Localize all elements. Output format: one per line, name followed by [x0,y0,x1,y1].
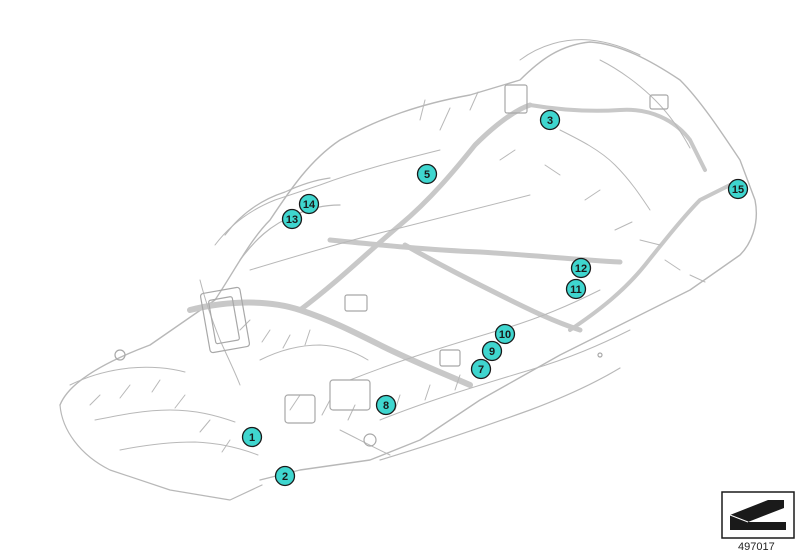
callout-circle [241,426,263,448]
callout-label: 5 [424,169,430,181]
callout-label: 3 [547,115,553,127]
callout-label: 9 [489,346,495,358]
reference-number: 497017 [738,541,775,553]
callout-label: 14 [303,199,316,211]
callout-label: 15 [732,184,744,196]
callout-label: 11 [570,284,582,296]
folded-corner-arrow-icon [721,491,795,539]
callout-13: 13 [281,208,303,230]
callout-label: 8 [383,400,389,412]
callout-circle [274,465,296,487]
callout-circle [481,340,503,362]
callout-label: 2 [282,471,288,483]
callout-circle [375,394,397,416]
callout-circle [570,257,592,279]
callout-circle [727,178,749,200]
callout-8: 8 [375,394,397,416]
callout-circle [539,109,561,131]
callout-12: 12 [570,257,592,279]
callout-label: 7 [478,364,484,376]
callout-11: 11 [565,278,587,300]
callout-10: 10 [494,323,516,345]
callout-circle [565,278,587,300]
harness-lines [59,39,757,501]
callout-label: 1 [249,432,255,444]
callout-3: 3 [539,109,561,131]
callout-15: 15 [727,178,749,200]
callout-5: 5 [416,163,438,185]
callout-circle [281,208,303,230]
callout-14: 14 [298,193,320,215]
callout-1: 1 [241,426,263,448]
callout-label: 12 [575,263,587,275]
callout-circle [416,163,438,185]
harness-components [114,84,669,447]
callout-2: 2 [274,465,296,487]
callout-label: 10 [499,329,511,341]
callout-circle [470,358,492,380]
callout-label: 13 [286,214,298,226]
callout-7: 7 [470,358,492,380]
callout-circle [298,193,320,215]
callout-9: 9 [481,340,503,362]
callout-circle [494,323,516,345]
